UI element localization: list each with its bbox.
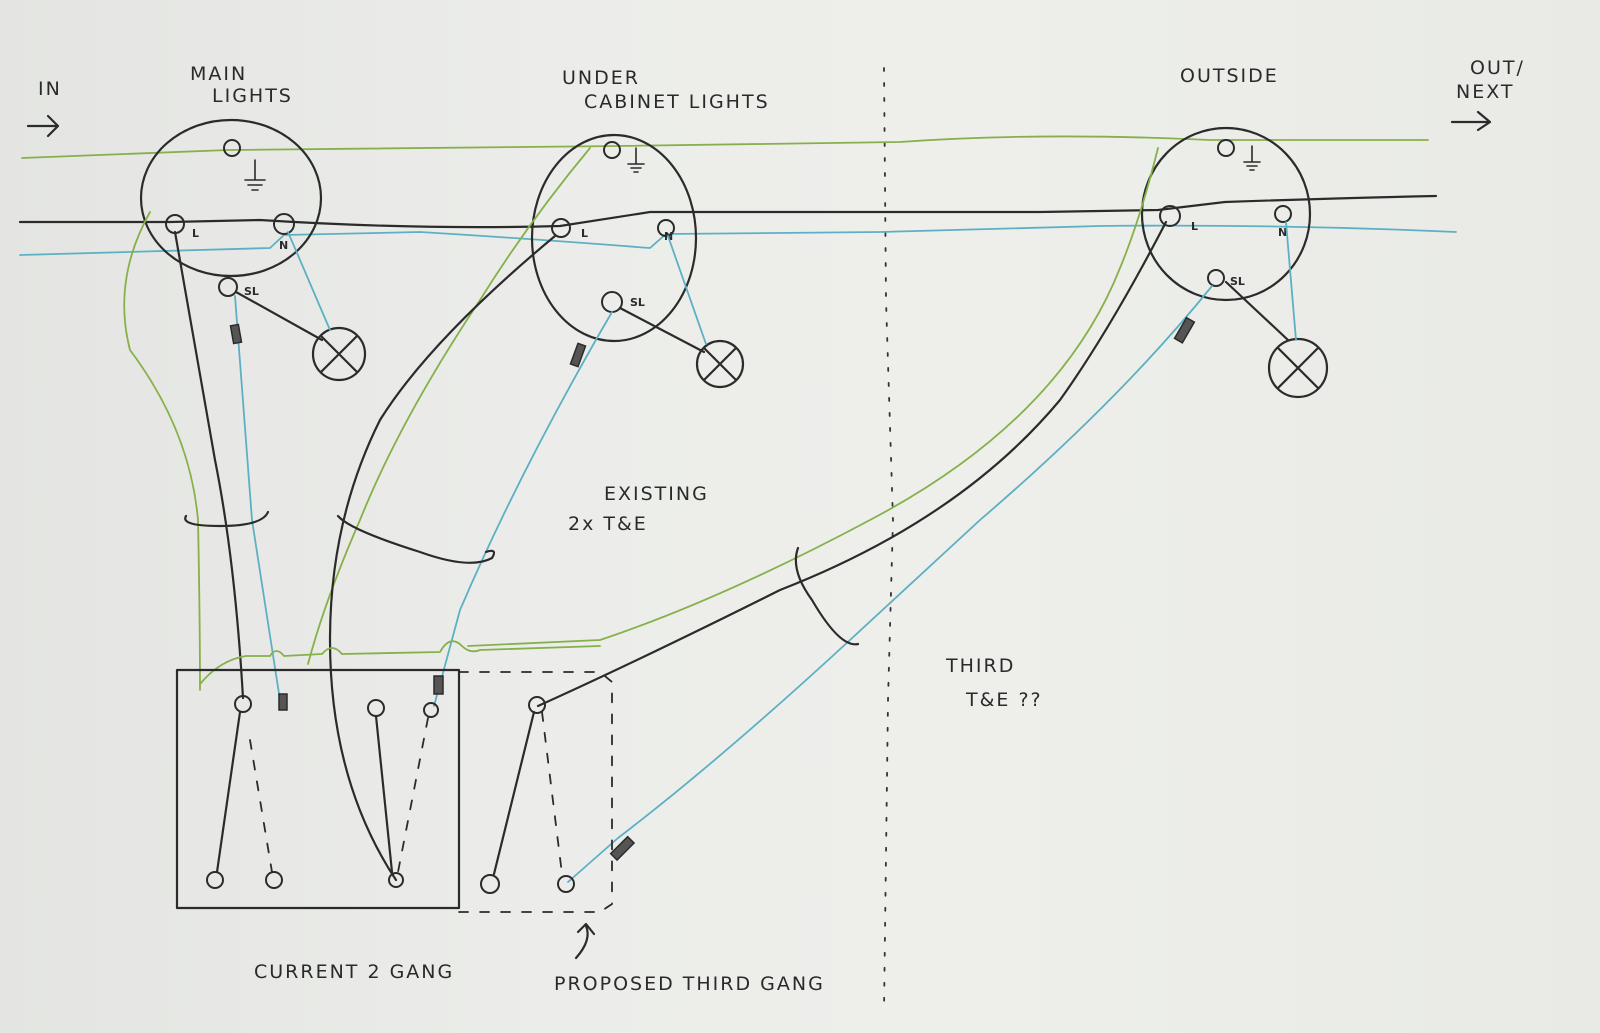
under-cabinet-ceiling-rose [530, 133, 698, 343]
neutral-supply-wire [19, 224, 1457, 256]
main-lights-earth-drop [123, 211, 201, 691]
outside-lamp-switched-live-wire [1224, 280, 1290, 342]
under-cabinet-label-line1: UNDER [562, 67, 640, 89]
main-lights-cable-clip [184, 510, 270, 528]
main-lights-switched-live-drop [234, 295, 281, 701]
outside-live-drop [536, 220, 1168, 708]
in-arrow-icon [26, 114, 60, 138]
main-live-terminal-label: L [192, 227, 199, 240]
page-fold-line [883, 67, 894, 1011]
in-label: IN [38, 78, 62, 100]
outside-label: OUTSIDE [1180, 65, 1279, 87]
under-cabinet-lamp-switched-live-wire [618, 306, 706, 354]
proposed-third-gang-terminals [480, 696, 575, 894]
proposed-gang-dashed-link [541, 711, 563, 875]
current-2-gang-label: CURRENT 2 GANG [254, 961, 454, 983]
under-cabinet-lamp-symbol [695, 339, 745, 389]
outside-sleeve-marker [1173, 316, 1196, 344]
switch-1-common-link [215, 710, 242, 874]
under-cabinet-sleeve-marker [569, 342, 587, 368]
main-lights-label-line1: MAIN [190, 63, 247, 85]
proposed-third-gang-box [458, 671, 613, 913]
current-2-gang-switch-box [175, 668, 461, 910]
under-cabinet-cable-clip [336, 514, 496, 564]
main-lights-label-line2: LIGHTS [212, 85, 293, 107]
next-label-text: NEXT [1456, 81, 1515, 103]
main-switched-live-terminal-label: SL [244, 285, 259, 298]
proposed-gang-pointer-arrow [574, 922, 596, 960]
main-lights-sleeve-marker [229, 323, 243, 345]
main-lights-live-drop [173, 230, 245, 700]
under-cabinet-switched-live-drop [433, 311, 613, 707]
out-arrow-icon [1450, 110, 1492, 132]
main-neutral-terminal-label: N [279, 239, 288, 252]
main-lamp-neutral-wire [287, 231, 331, 331]
outside-switched-live-drop [567, 285, 1213, 883]
switch-2-dashed-link [397, 717, 429, 873]
under-cabinet-live-drop [328, 234, 557, 882]
out-label: OUT/ [1470, 57, 1525, 79]
outside-switched-live-terminal-label: SL [1230, 275, 1245, 288]
outside-live-terminal-label: L [1191, 220, 1198, 233]
switch-earth-bus [199, 640, 601, 685]
existing-label-line2: 2x T&E [568, 513, 648, 535]
outside-cable-clip [794, 546, 860, 646]
outside-neutral-terminal-label: N [1278, 226, 1287, 239]
existing-label-line1: EXISTING [604, 483, 709, 505]
main-lights-lamp-symbol [311, 326, 367, 382]
current-2-gang-switch-terminals [206, 675, 444, 889]
main-lights-ceiling-rose [139, 118, 323, 297]
third-te-label-line2: T&E ?? [965, 689, 1043, 711]
under-cabinet-switched-live-terminal-label: SL [630, 296, 645, 309]
outside-ceiling-rose [1140, 126, 1312, 302]
earth-supply-wire [21, 135, 1429, 159]
proposed-gang-link [492, 710, 536, 876]
under-cabinet-label-line2: CABINET LIGHTS [584, 91, 770, 113]
live-supply-wire [18, 194, 1438, 229]
outside-lamp-symbol [1267, 337, 1329, 399]
outside-earth-drop [467, 147, 1159, 647]
outside-lamp-neutral-wire [1285, 221, 1297, 341]
proposed-gang-sleeve-marker [609, 835, 636, 862]
under-cabinet-lamp-neutral-wire [667, 235, 707, 345]
switch-1-dashed-link [249, 739, 273, 873]
main-lamp-switched-live-wire [234, 290, 324, 342]
under-cabinet-live-terminal-label: L [581, 227, 588, 240]
proposed-third-gang-label: PROPOSED THIRD GANG [554, 973, 825, 995]
third-te-label-line1: THIRD [945, 655, 1015, 677]
switch-2-common-link [374, 714, 394, 874]
